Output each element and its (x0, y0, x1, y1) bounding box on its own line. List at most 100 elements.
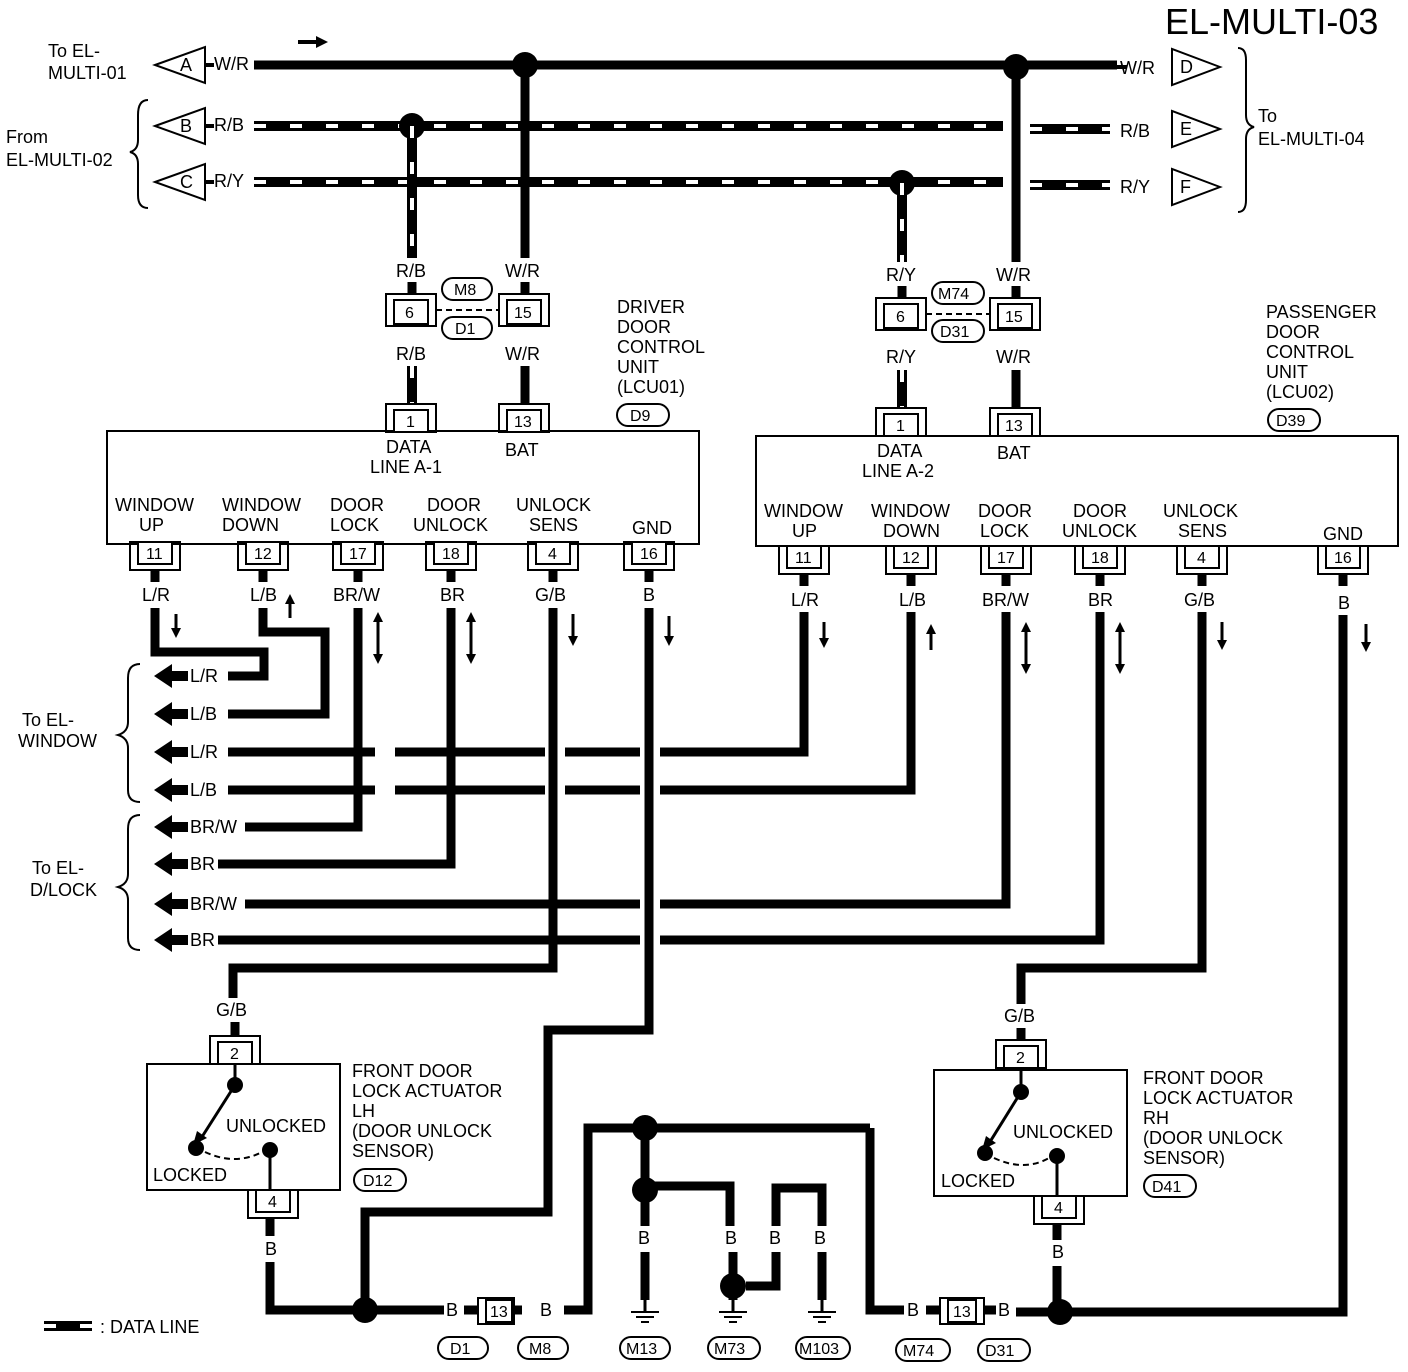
svg-text:17: 17 (997, 550, 1015, 567)
pin-label: LOCK (330, 515, 379, 535)
label-unlocked: UNLOCKED (226, 1116, 326, 1136)
pin-label: LINE A-1 (370, 457, 442, 477)
pin-label: LINE A-2 (862, 461, 934, 481)
conn-D1: D1 (450, 1341, 471, 1358)
label-to-window-1: To EL- (22, 710, 74, 730)
flow-arrow-icon (298, 36, 328, 48)
conn-M103: M103 (799, 1341, 839, 1358)
svg-text:F: F (1180, 177, 1191, 197)
legend-data-line: : DATA LINE (44, 1317, 199, 1337)
passenger-bottom-pins: 11 12 17 18 4 16 (778, 545, 1369, 575)
svg-text:(LCU02): (LCU02) (1266, 382, 1334, 402)
wire-label: B (1052, 1242, 1064, 1262)
wire-label: W/R (996, 347, 1031, 367)
pin-label: BAT (505, 440, 539, 460)
pin-13: 13 (514, 414, 532, 431)
ground-icon (806, 1298, 838, 1324)
pin-4: 4 (268, 1194, 277, 1211)
page-title: EL-MULTI-03 (1165, 1, 1378, 42)
wire-label: G/B (535, 585, 566, 605)
svg-text:SENSOR): SENSOR) (352, 1141, 434, 1161)
connector-A: A (152, 45, 206, 85)
wire-label: B (725, 1228, 737, 1248)
pin-13: 13 (953, 1304, 971, 1321)
svg-text:12: 12 (902, 550, 920, 567)
actuator-rh-name: FRONT DOOR LOCK ACTUATOR RH (DOOR UNLOCK… (1143, 1068, 1293, 1168)
wire-label: R/Y (886, 265, 916, 285)
pin-1: 1 (896, 418, 905, 435)
conn-D41: D41 (1152, 1179, 1181, 1196)
svg-text:L/B: L/B (190, 780, 217, 800)
wire-label: G/B (1004, 1006, 1035, 1026)
svg-text:LH: LH (352, 1101, 375, 1121)
svg-text:BR: BR (190, 854, 215, 874)
brace-to-multi04 (1237, 47, 1255, 213)
wire-F-color: R/Y (1120, 177, 1150, 197)
pin-label: BAT (997, 443, 1031, 463)
conn-D9: D9 (630, 408, 651, 425)
svg-text:B: B (180, 116, 192, 136)
pin-label: UNLOCK (516, 495, 591, 515)
pin-label: UNLOCK (1062, 521, 1137, 541)
passenger-unit-name: PASSENGER DOOR CONTROL UNIT (LCU02) (1266, 302, 1377, 402)
conn-M74: M74 (903, 1343, 934, 1360)
conn-M13: M13 (626, 1341, 657, 1358)
label-to-window-2: WINDOW (18, 731, 97, 751)
conn-M8: M8 (529, 1341, 551, 1358)
svg-text:L/R: L/R (190, 666, 218, 686)
front-door-lock-actuator-rh (933, 1069, 1128, 1197)
label-to-multi01-1: To EL- (48, 41, 100, 61)
pin-label: LOCK (980, 521, 1029, 541)
svg-text:DOOR: DOOR (617, 317, 671, 337)
pin-1: 1 (406, 414, 415, 431)
svg-text:CONTROL: CONTROL (1266, 342, 1354, 362)
pin-label: UNLOCK (413, 515, 488, 535)
svg-text:CONTROL: CONTROL (617, 337, 705, 357)
label-to-dlock-2: D/LOCK (30, 880, 97, 900)
pin-label: WINDOW (871, 501, 950, 521)
wire-label: L/B (899, 590, 926, 610)
conn-M8: M8 (454, 282, 476, 299)
brace-from-multi02 (129, 99, 149, 209)
connector-F: F (1171, 167, 1223, 207)
wire-label: B (769, 1228, 781, 1248)
wire-label: W/R (505, 344, 540, 364)
wire-label: W/R (996, 265, 1031, 285)
svg-text:4: 4 (1197, 550, 1206, 567)
ground-icon (629, 1298, 661, 1324)
pin-13: 13 (490, 1304, 508, 1321)
pin-label: SENS (529, 515, 578, 535)
label-to-multi04-2: EL-MULTI-04 (1258, 129, 1365, 149)
wire-label: B (998, 1300, 1010, 1320)
pin-15: 15 (514, 305, 532, 322)
pin-label: GND (1323, 524, 1363, 544)
label-unlocked: UNLOCKED (1013, 1122, 1113, 1142)
driver-bottom-pins: 11 12 17 18 4 16 (129, 541, 675, 571)
pin-label: WINDOW (222, 495, 301, 515)
svg-text:16: 16 (640, 546, 658, 563)
pin-4: 4 (1054, 1200, 1063, 1217)
pin-label: DOWN (222, 515, 279, 535)
brace-to-window (114, 663, 141, 803)
svg-text:PASSENGER: PASSENGER (1266, 302, 1377, 322)
pin-label: UNLOCK (1163, 501, 1238, 521)
label-to-multi01-2: MULTI-01 (48, 63, 127, 83)
pin-label: UP (139, 515, 164, 535)
svg-text:12: 12 (254, 546, 272, 563)
pin-label: DATA (386, 437, 431, 457)
wire-label: B (643, 585, 655, 605)
svg-text:: DATA LINE: : DATA LINE (100, 1317, 199, 1337)
wire-label: BR (1088, 590, 1113, 610)
svg-text:18: 18 (442, 546, 460, 563)
pin-2: 2 (230, 1046, 239, 1063)
wire-label: L/R (142, 585, 170, 605)
pin-2: 2 (1016, 1050, 1025, 1067)
svg-text:UNIT: UNIT (617, 357, 659, 377)
svg-text:A: A (180, 55, 192, 75)
label-to-dlock-1: To EL- (32, 858, 84, 878)
connector-E: E (1171, 109, 1223, 149)
svg-text:11: 11 (146, 546, 163, 563)
pin-label: DATA (877, 441, 922, 461)
wire-label: BR/W (333, 585, 380, 605)
